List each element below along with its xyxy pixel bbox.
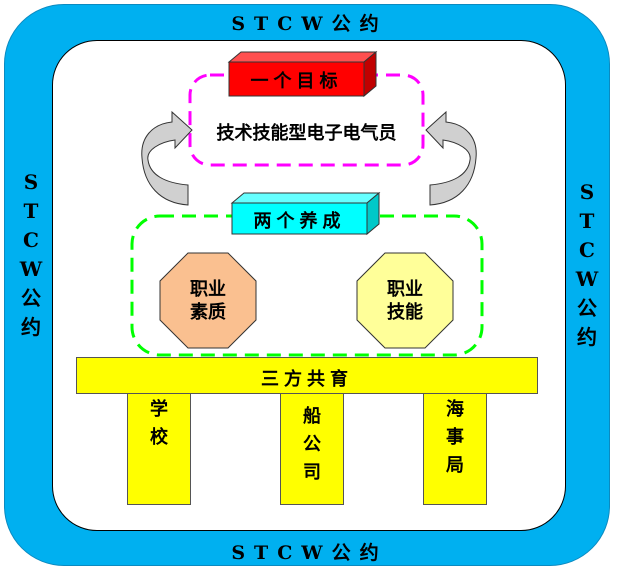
- left-label-char: 约: [21, 315, 41, 339]
- pillar-char: 司: [303, 462, 321, 483]
- right-label-char: T: [579, 209, 595, 233]
- pillar-maritime-bureau-label: 海事局: [423, 396, 487, 480]
- quality-label: 职业素质: [160, 278, 256, 324]
- pillar-char: 公: [303, 434, 321, 455]
- left-label-char: 公: [21, 286, 41, 310]
- top-label: STCW公约: [231, 13, 388, 35]
- bottom-label: STCW公约: [231, 542, 388, 564]
- skill-line: 职业: [387, 279, 423, 300]
- pillar-char: 学: [150, 399, 168, 420]
- goal-title: 一个目标: [250, 71, 343, 92]
- pillar-char: 局: [446, 455, 464, 476]
- right-label-char: 约: [577, 325, 597, 349]
- base-bar: [76, 357, 538, 394]
- skill-line: 技能: [387, 302, 423, 323]
- right-label-char: 公: [577, 296, 597, 320]
- cultivation-box-front: [231, 202, 368, 235]
- pillar-char: 校: [150, 427, 168, 448]
- quality-octagon: [159, 252, 257, 349]
- pillar-school-label: 学校: [127, 396, 191, 452]
- goal-box-top: [227, 51, 378, 63]
- quality-line: 素质: [190, 302, 226, 323]
- pillar-char: 海: [446, 399, 464, 420]
- base-title: 三方共育: [261, 369, 353, 390]
- pillar-char: 船: [303, 406, 321, 427]
- right-label-char: W: [575, 267, 599, 291]
- left-curved-arrow-icon: [141, 110, 193, 206]
- right-label-char: C: [579, 238, 595, 262]
- goal-text: 技术技能型电子电气员: [216, 123, 397, 144]
- right-curved-arrow-icon: [425, 110, 477, 206]
- quality-line: 职业: [190, 279, 226, 300]
- skill-octagon: [356, 252, 454, 349]
- left-label-char: W: [19, 257, 43, 281]
- pillar-school: [127, 392, 191, 505]
- goal-box-front: [228, 61, 365, 97]
- left-label-char: S: [23, 170, 39, 194]
- cultivation-dashed-frame: [130, 214, 484, 357]
- left-label-char: T: [23, 199, 39, 223]
- cultivation-box-top: [230, 192, 381, 204]
- pillar-shipping-company-label: 船公司: [280, 403, 344, 487]
- left-label-char: C: [23, 228, 39, 252]
- pillar-char: 事: [446, 427, 464, 448]
- right-label-char: S: [579, 180, 595, 204]
- skill-label: 职业技能: [357, 278, 453, 324]
- cultivation-title: 两个养成: [253, 211, 346, 232]
